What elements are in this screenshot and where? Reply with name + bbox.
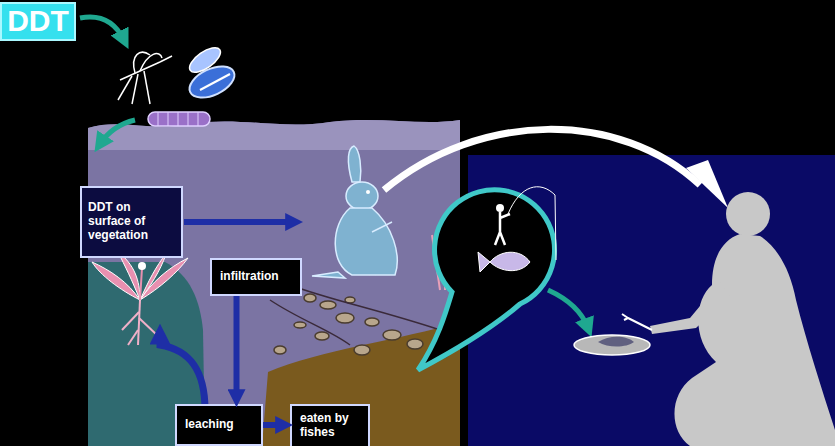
plant-roots	[122, 300, 158, 345]
root	[139, 318, 158, 336]
process-box: DDT on surface of vegetation	[80, 186, 183, 258]
bee-wing	[186, 43, 225, 77]
pebble	[274, 346, 286, 354]
leaf	[118, 252, 140, 300]
segment	[178, 112, 179, 126]
flow-arrow	[263, 422, 286, 428]
pebbles	[274, 294, 450, 358]
box-label: leaching	[185, 418, 253, 432]
mosquito-wing	[134, 52, 150, 73]
pebble	[294, 322, 306, 328]
rabbit-ear	[348, 146, 360, 182]
flow-arrow	[184, 219, 296, 225]
process-box: eaten by fishes	[290, 404, 370, 446]
fisherman-head	[496, 204, 504, 212]
mosquito-wing	[140, 54, 162, 71]
fisherman	[495, 187, 556, 260]
serve-arrow	[548, 290, 588, 328]
process-box: infiltration	[210, 258, 302, 296]
pebble	[365, 318, 379, 326]
woman-arm	[650, 282, 730, 334]
pebble	[315, 332, 329, 340]
mosquito-leg	[118, 76, 132, 100]
title-box: DDT	[0, 2, 76, 41]
stem	[140, 268, 142, 300]
deposit-arrow	[100, 120, 135, 144]
root	[138, 300, 140, 345]
leaf	[140, 254, 166, 300]
process-box: leaching	[175, 404, 263, 446]
pregnant-woman	[650, 192, 835, 446]
segment	[198, 112, 199, 126]
root	[128, 330, 138, 345]
mosquito	[118, 52, 172, 104]
bee	[185, 43, 239, 104]
food-chain-arc	[384, 129, 700, 190]
fishing-rod	[508, 187, 556, 260]
root	[122, 312, 139, 330]
rabbit-paw	[372, 222, 392, 232]
rabbit-body	[335, 208, 397, 275]
woman-body	[674, 234, 835, 446]
plant-leaves	[92, 252, 188, 300]
ground-panel	[88, 120, 460, 446]
mosquito-leg	[144, 71, 150, 104]
box-label: infiltration	[220, 270, 292, 284]
mosquito-leg	[132, 74, 138, 104]
box-label: eaten by fishes	[300, 412, 360, 440]
uptake-arrow	[160, 332, 205, 410]
box-label: DDT	[2, 4, 74, 39]
caterpillar	[148, 112, 210, 126]
crack	[290, 285, 440, 330]
fish	[478, 252, 530, 272]
pebble	[383, 330, 401, 340]
segment	[158, 112, 159, 126]
plate	[574, 335, 650, 355]
arc-head	[686, 160, 728, 208]
caterpillar-body	[148, 112, 210, 126]
leaf	[140, 258, 188, 300]
rabbit	[312, 146, 397, 278]
bee-stripe	[200, 74, 230, 90]
fish-lens	[418, 190, 555, 370]
pebble	[407, 339, 423, 349]
plant	[92, 252, 188, 345]
segment	[168, 112, 169, 126]
box-label: DDT on surface of vegetation	[88, 201, 175, 242]
woman-head	[726, 192, 770, 236]
flow-arrow	[234, 296, 240, 400]
fish-on-plate	[598, 337, 634, 347]
rabbit-eye	[366, 190, 370, 194]
pebble	[304, 294, 316, 302]
topsoil-band	[88, 120, 460, 150]
crack	[270, 300, 350, 345]
fork	[622, 314, 652, 330]
spray-arrow	[80, 17, 124, 40]
pebble	[354, 345, 370, 355]
mosquito-proboscis	[160, 56, 172, 62]
flower	[138, 262, 146, 270]
segment	[188, 112, 189, 126]
pebble	[336, 313, 354, 323]
fisherman-body	[495, 212, 510, 245]
rabbit-head	[346, 182, 378, 210]
rabbit-foot	[312, 272, 345, 278]
caterpillar-segments	[158, 112, 198, 126]
pebble	[320, 301, 336, 309]
